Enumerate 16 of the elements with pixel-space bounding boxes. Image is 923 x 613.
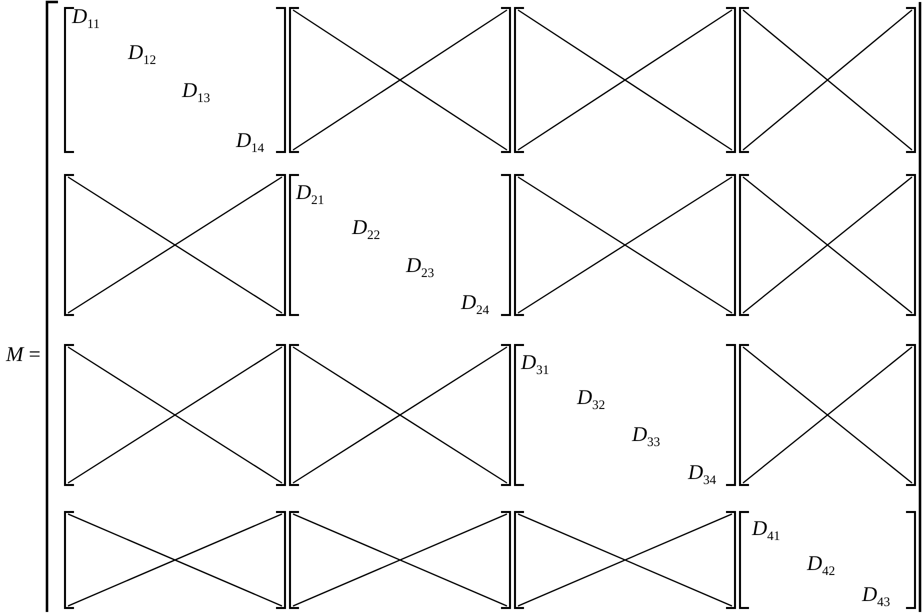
- matrix-entry: D$_{42}$: [807, 551, 836, 580]
- matrix-entry: D$_{43}$: [862, 582, 890, 612]
- matrix-entry: D$_{24}$: [461, 290, 490, 320]
- matrix-entry: D$_{34}$: [688, 460, 716, 490]
- matrix-entry: D$_{12}$: [128, 40, 156, 70]
- matrix-entry: D$_{23}$: [406, 253, 434, 282]
- matrix-entry: D$_{22}$: [352, 215, 380, 244]
- matrix-entry: D$_{32}$: [577, 385, 606, 414]
- matrix-name: M =: [6, 342, 41, 366]
- matrix-entry: D$_{33}$: [632, 422, 660, 452]
- matrix-entry: D$_{11}$: [72, 4, 100, 34]
- matrix-entry: D$_{14}$: [236, 128, 264, 158]
- matrix-entry: D$_{31}$: [521, 350, 550, 380]
- matrix-entry: D$_{21}$: [296, 180, 324, 210]
- matrix-entry: D$_{13}$: [182, 78, 210, 108]
- matrix-entry: D$_{41}$: [752, 516, 780, 546]
